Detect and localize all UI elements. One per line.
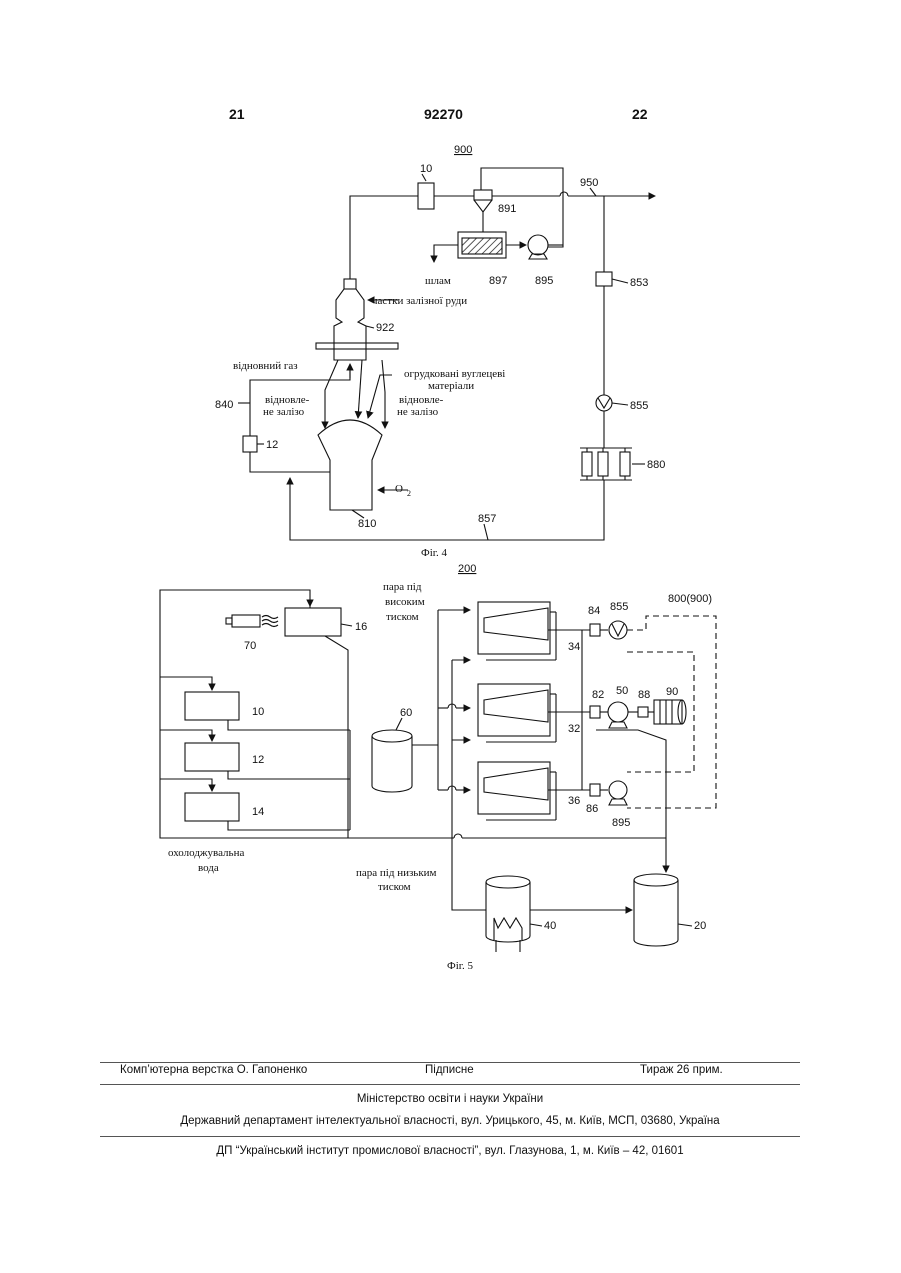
label-hp-steam-1: пара під [383,581,422,593]
unit-10b [185,692,239,720]
fig5-system-label: 200 [458,563,476,575]
compressor-50 [608,702,628,722]
pump-895 [528,235,548,255]
label-895: 895 [535,275,553,287]
cyclone-891 [474,168,563,247]
label-891: 891 [498,203,516,215]
label-reduced-left-2: не залізо [263,406,305,418]
footer-rule-2 [100,1084,800,1085]
label-cooling-2: вода [198,862,219,874]
unit-853 [596,272,612,286]
label-895b: 895 [612,817,630,829]
label-16: 16 [355,621,367,633]
department-line: Державний департамент інтелектуальної вл… [100,1115,800,1127]
melter-gasifier-810 [318,420,382,510]
fig4-system-label: 900 [454,144,472,156]
label-855: 855 [630,400,648,412]
label-hp-steam-3: тиском [386,611,419,623]
label-coal-1: огрудковані вуглецеві [404,368,505,380]
label-922: 922 [376,322,394,334]
label-o2-sub: 2 [407,489,411,498]
unit-880 [580,448,632,480]
label-ore: частки залізної руди [372,295,467,307]
label-10: 10 [420,163,432,175]
figure-5: 200 пара під високим тиском 16 70 10 12 … [160,563,716,972]
label-cooling-1: охолоджувальна [168,847,244,859]
label-800: 800(900) [668,593,712,605]
label-86: 86 [586,803,598,815]
label-coal-2: матеріали [428,380,474,392]
coupling-82 [590,706,600,718]
heater-70 [226,615,278,627]
reduction-furnace-922 [316,279,398,360]
turbine-34 [478,602,556,660]
label-reduced-right-1: відновле- [399,394,444,406]
fig4-caption: Фіг. 4 [421,547,448,559]
label-950: 950 [580,177,598,189]
label-lp-steam-1: пара під низьким [356,867,437,879]
pump-895b [609,781,627,799]
signed-note: Підписне [425,1064,474,1076]
label-857: 857 [478,513,496,525]
label-840: 840 [215,399,233,411]
label-50: 50 [616,685,628,697]
label-20: 20 [694,920,706,932]
label-897: 897 [489,275,507,287]
coupling-88 [638,707,648,717]
unit-12b [185,743,239,771]
coupling-84 [590,624,600,636]
label-reducing-gas: відновний газ [233,360,298,372]
heat-exchanger-40 [486,876,530,942]
figure-4: 900 10 891 950 шлам 897 895 [215,144,665,559]
label-855b: 855 [610,601,628,613]
tank-20 [634,874,678,946]
label-82: 82 [592,689,604,701]
label-40: 40 [544,920,556,932]
turbine-32 [478,684,556,742]
ministry-line: Міністерство освіти і науки України [100,1093,800,1105]
label-14: 14 [252,806,264,818]
label-70: 70 [244,640,256,652]
label-12b: 12 [252,754,264,766]
fig5-caption: Фіг. 5 [447,960,474,972]
label-34: 34 [568,641,580,653]
label-60: 60 [400,707,412,719]
label-88: 88 [638,689,650,701]
label-12: 12 [266,439,278,451]
label-o2: O [395,483,403,495]
label-hp-steam-2: високим [385,596,425,608]
label-84: 84 [588,605,600,617]
tank-60 [372,730,412,792]
label-lp-steam-2: тиском [378,881,411,893]
unit-12 [243,436,257,452]
label-reduced-right-2: не залізо [397,406,439,418]
footer-rule-1 [100,1062,800,1063]
label-810: 810 [358,518,376,530]
typesetting-credit: Комп’ютерна верстка О. Гапоненко [120,1064,307,1076]
turbine-36 [478,762,556,820]
label-90: 90 [666,686,678,698]
label-10b: 10 [252,706,264,718]
label-32: 32 [568,723,580,735]
footer-rule-3 [100,1136,800,1137]
circulation-note: Тираж 26 прим. [640,1064,723,1076]
label-880: 880 [647,459,665,471]
institute-line: ДП “Український інститут промислової вла… [100,1145,800,1157]
unit-14 [185,793,239,821]
label-853: 853 [630,277,648,289]
label-sludge: шлам [425,275,451,287]
label-reduced-left-1: відновле- [265,394,310,406]
coupling-86 [590,784,600,796]
unit-16 [285,608,341,636]
label-36: 36 [568,795,580,807]
unit-10 [418,183,434,209]
